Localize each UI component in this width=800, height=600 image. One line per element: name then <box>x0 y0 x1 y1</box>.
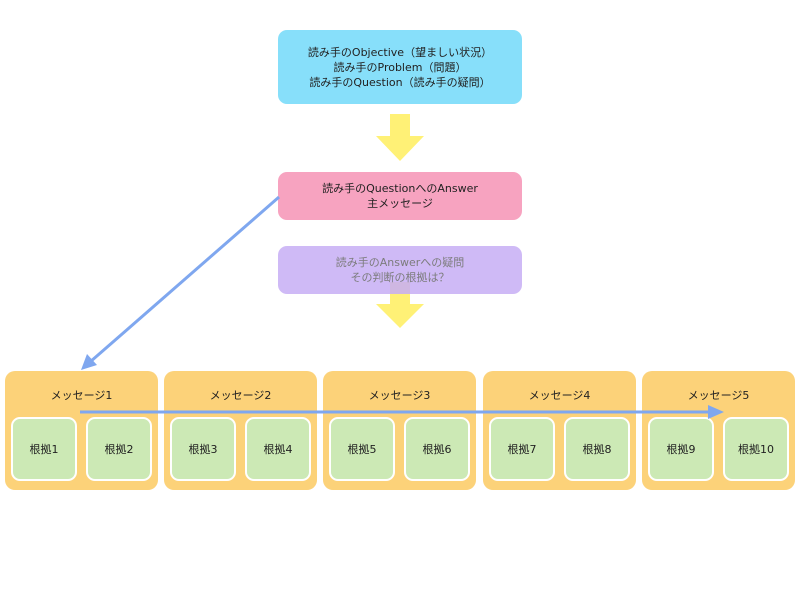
problem-line: 読み手のProblem（問題） <box>333 60 467 74</box>
evidence-box: 根拠6 <box>404 417 470 481</box>
objective-box: 読み手のObjective（望ましい状況） 読み手のProblem（問題） 読み… <box>278 30 522 104</box>
evidence-box: 根拠7 <box>489 417 555 481</box>
evidence-box: 根拠5 <box>329 417 395 481</box>
evidence-box: 根拠2 <box>86 417 152 481</box>
evidence-box: 根拠9 <box>648 417 714 481</box>
message-label: メッセージ3 <box>368 389 431 402</box>
message-label: メッセージ4 <box>528 389 591 402</box>
message-group-3: メッセージ3 根拠5 根拠6 <box>323 371 476 490</box>
evidence-box: 根拠10 <box>723 417 789 481</box>
message-group-1: メッセージ1 根拠1 根拠2 <box>5 371 158 490</box>
evidence-box: 根拠3 <box>170 417 236 481</box>
down-arrow-1 <box>376 114 424 161</box>
answer-box: 読み手のQuestionへのAnswer 主メッセージ <box>278 172 522 220</box>
message-label: メッセージ2 <box>209 389 272 402</box>
evidence-box: 根拠8 <box>564 417 630 481</box>
message-group-4: メッセージ4 根拠7 根拠8 <box>483 371 636 490</box>
main-message-line: 主メッセージ <box>367 197 433 210</box>
evidence-box: 根拠1 <box>11 417 77 481</box>
message-label: メッセージ5 <box>687 389 750 402</box>
message-group-5: メッセージ5 根拠9 根拠10 <box>642 371 795 490</box>
answer-line: 読み手のQuestionへのAnswer <box>322 182 478 195</box>
diagonal-connector-arrow <box>89 195 280 364</box>
reader-question-line: 読み手のAnswerへの疑問 <box>335 256 465 269</box>
reader-question-box: 読み手のAnswerへの疑問 その判断の根拠は？ <box>278 246 522 294</box>
evidence-question-line: その判断の根拠は？ <box>350 271 450 284</box>
evidence-box: 根拠4 <box>245 417 311 481</box>
diagonal-arrowhead <box>81 354 97 370</box>
question-line: 読み手のQuestion（読み手の疑問） <box>309 75 491 89</box>
message-label: メッセージ1 <box>50 389 113 402</box>
objective-line: 読み手のObjective（望ましい状況） <box>307 45 493 59</box>
message-group-2: メッセージ2 根拠3 根拠4 <box>164 371 317 490</box>
